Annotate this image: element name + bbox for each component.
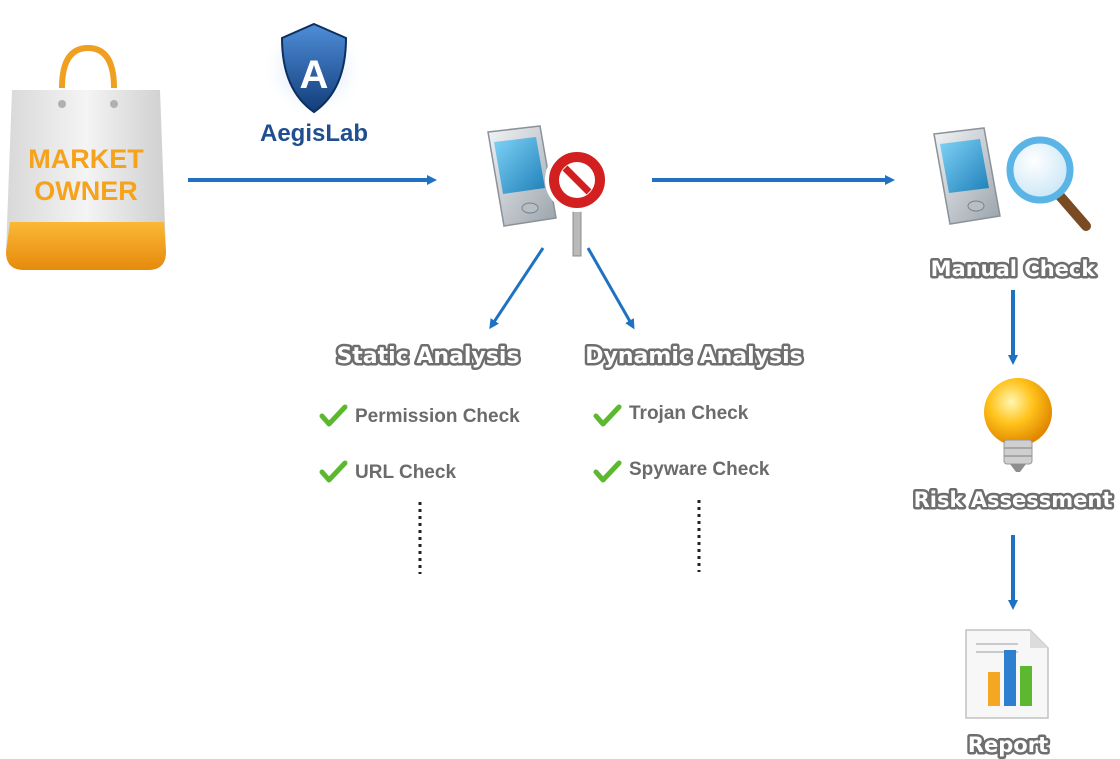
magnifier-icon [1006,136,1091,231]
list-item: Permission Check [319,404,520,427]
report-label: Report [968,733,1048,757]
list-item: Spyware Check [593,459,770,483]
aegislab-brand-name: AegisLab [260,120,368,147]
report-chart-icon [965,629,1049,719]
market-owner-line2: OWNER [34,176,138,206]
aegislab-shield-icon: A [262,16,366,120]
shopping-bag-icon: MARKET OWNER [6,44,166,270]
list-item: URL Check [319,460,456,483]
list-item: Trojan Check [593,403,749,427]
arrow-to-static [489,247,545,330]
pda-device-icon [933,127,1001,225]
lightbulb-icon [984,378,1052,472]
pda-device-icon [487,125,557,227]
checkmark-icon [319,460,348,483]
dynamic-analysis-title: Dynamic Analysis [585,344,802,369]
static-analysis-list: Permission Check URL Check [319,404,520,574]
static-item-permission: Permission Check [355,406,520,427]
market-owner-line1: MARKET [28,144,144,174]
stop-sign-icon [545,148,609,257]
static-analysis-title: Static Analysis [336,344,519,369]
checkmark-icon [319,404,348,427]
arrow-to-dynamic [586,247,635,330]
static-item-url: URL Check [355,462,456,483]
checkmark-icon [593,404,622,427]
dynamic-item-trojan: Trojan Check [629,403,749,424]
dynamic-item-spyware: Spyware Check [629,459,770,480]
aegislab-shield-letter: A [300,53,329,97]
manual-check-label: Manual Check [931,257,1097,281]
dynamic-analysis-list: Trojan Check Spyware Check [593,403,770,572]
risk-assessment-label: Risk Assessment [914,488,1113,512]
checkmark-icon [593,460,622,483]
